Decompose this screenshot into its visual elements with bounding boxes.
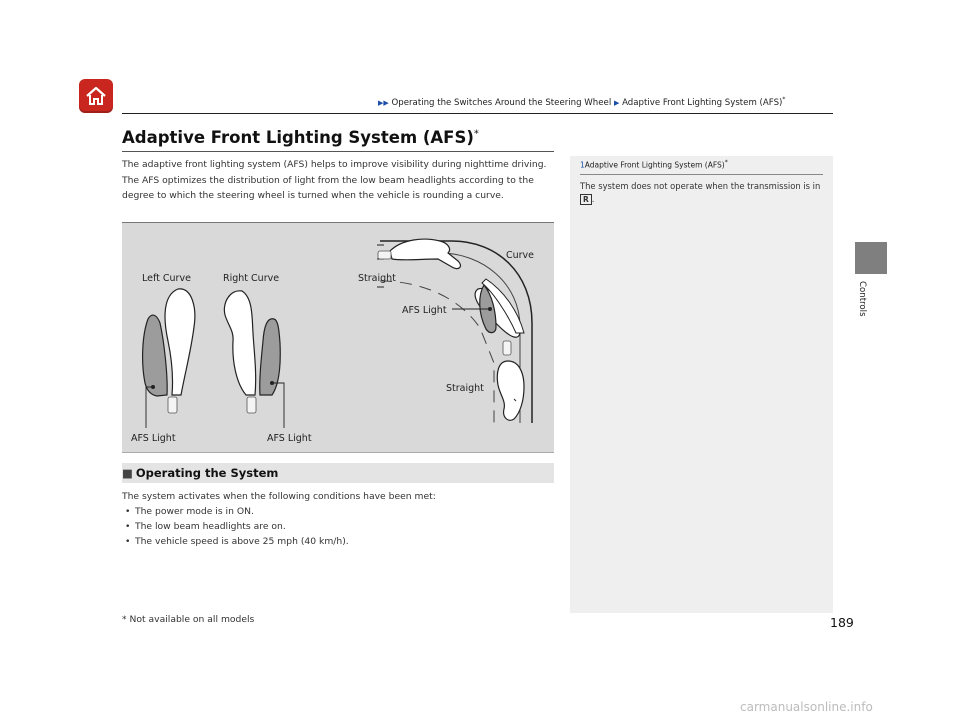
breadcrumb: ▶▶ Operating the Switches Around the Ste… — [378, 96, 785, 108]
breadcrumb-item[interactable]: Operating the Switches Around the Steeri… — [391, 97, 612, 108]
reference-number: 1 — [580, 160, 585, 170]
breadcrumb-item[interactable]: Adaptive Front Lighting System (AFS) — [622, 97, 783, 108]
section-title: Operating the System — [135, 466, 279, 480]
header-divider — [122, 113, 833, 114]
page-number: 189 — [830, 615, 854, 630]
label-right-curve: Right Curve — [223, 273, 279, 284]
leader-line-right — [272, 382, 285, 428]
sidebar-title[interactable]: Adaptive Front Lighting System (AFS) — [584, 160, 725, 170]
chapter-tab-marker[interactable] — [855, 242, 887, 274]
intro-paragraph: The adaptive front lighting system (AFS)… — [122, 159, 547, 202]
conditions-list: The power mode is in ON. The low beam he… — [122, 504, 562, 549]
sidebar-header: 1Adaptive Front Lighting System (AFS)* — [580, 159, 823, 175]
page-title-text: Adaptive Front Lighting System (AFS) — [122, 128, 474, 147]
label-straight-top: Straight — [358, 273, 396, 284]
home-button[interactable] — [79, 79, 113, 113]
label-afs-light-left: AFS Light — [131, 433, 176, 444]
chapter-tab-label[interactable]: Controls — [857, 281, 867, 317]
list-item: The power mode is in ON. — [122, 504, 562, 519]
breadcrumb-star: * — [782, 96, 786, 103]
conditions-block: The system activates when the following … — [122, 489, 562, 549]
conditions-intro: The system activates when the following … — [122, 491, 436, 502]
page-title-star: * — [473, 128, 479, 140]
title-divider — [122, 151, 554, 152]
right-curve-illustration — [223, 290, 281, 414]
page-title: Adaptive Front Lighting System (AFS)* — [122, 128, 479, 147]
breadcrumb-arrow-icon: ▶ — [613, 98, 620, 107]
sidebar-note: 1Adaptive Front Lighting System (AFS)* T… — [570, 156, 833, 613]
label-straight-bottom: Straight — [446, 383, 484, 394]
sidebar-text-end: . — [591, 193, 595, 204]
home-icon — [86, 86, 106, 105]
afs-diagram: Left Curve Right Curve AFS Light AFS Lig… — [131, 238, 534, 444]
label-curve: Curve — [506, 250, 534, 261]
footnote: * Not available on all models — [122, 614, 255, 625]
section-header-operating: ■Operating the System — [122, 463, 554, 483]
sidebar-body: The system does not operate when the tra… — [580, 180, 823, 206]
gear-r-icon: R — [580, 193, 592, 205]
section-square-icon: ■ — [122, 466, 133, 480]
sidebar-star: * — [724, 159, 728, 166]
left-curve-illustration — [142, 288, 196, 414]
label-left-curve: Left Curve — [142, 273, 191, 284]
leader-line-left — [145, 386, 153, 428]
label-afs-light-curve: AFS Light — [402, 305, 447, 316]
afs-figure: Left Curve Right Curve AFS Light AFS Lig… — [122, 222, 554, 453]
sidebar-text: The system does not operate when the tra… — [580, 180, 821, 191]
list-item: The low beam headlights are on. — [122, 519, 562, 534]
breadcrumb-arrow-icon: ▶▶ — [378, 98, 389, 107]
label-afs-light-right: AFS Light — [267, 433, 312, 444]
list-item: The vehicle speed is above 25 mph (40 km… — [122, 534, 562, 549]
road-curve-illustration — [377, 238, 533, 423]
watermark: carmanualsonline.info — [740, 700, 873, 714]
